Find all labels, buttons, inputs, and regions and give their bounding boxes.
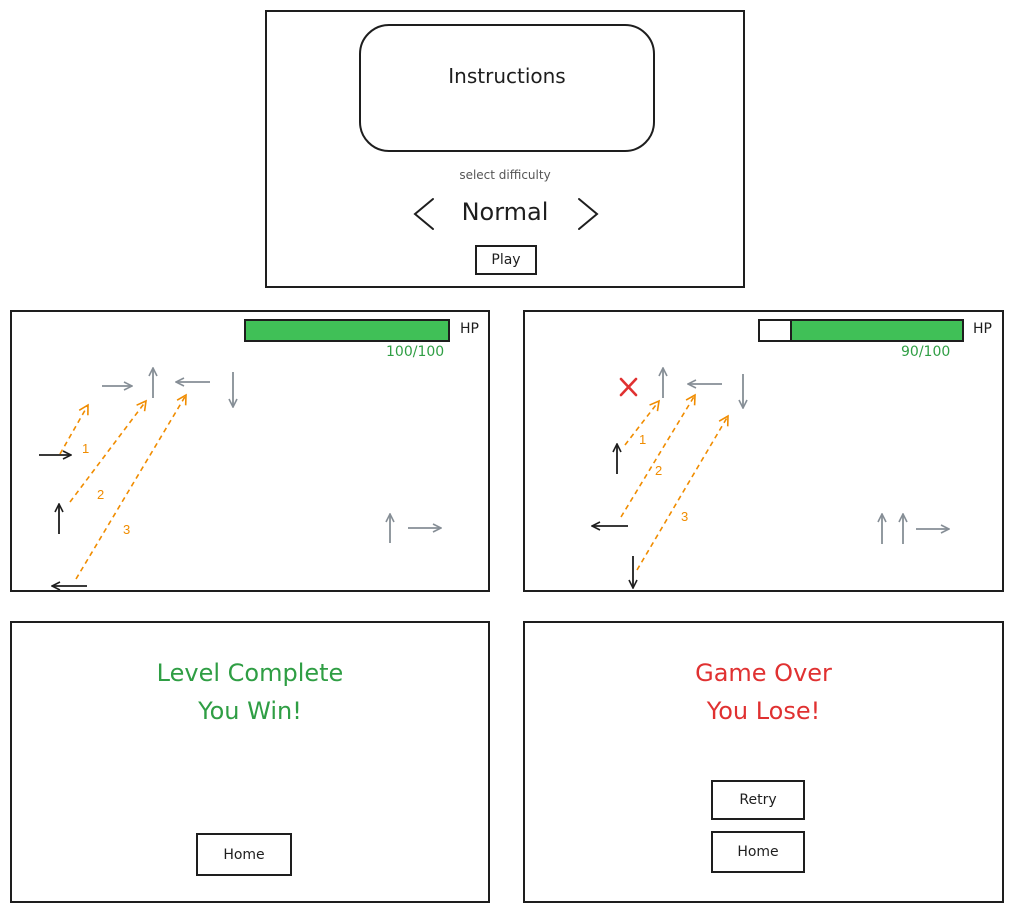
- hp-bar-fill: [790, 321, 962, 340]
- hp-label: HP: [973, 321, 992, 337]
- retry-button[interactable]: Retry: [711, 780, 805, 820]
- hp-value: 100/100: [386, 344, 445, 360]
- home-button[interactable]: Home: [196, 833, 292, 876]
- hint-step-label: 1: [82, 441, 89, 456]
- difficulty-value: Normal: [461, 198, 549, 226]
- hint-step-label: 2: [655, 463, 662, 478]
- instructions-panel[interactable]: Instructions: [359, 24, 655, 152]
- play-button[interactable]: Play: [475, 245, 537, 275]
- win-screen: Level Complete You Win! Home: [10, 621, 490, 903]
- hint-path-2: [620, 393, 696, 518]
- difficulty-caption: select difficulty: [459, 168, 551, 182]
- lose-title: Game Over: [695, 659, 832, 687]
- hint-step-label: 2: [97, 487, 104, 502]
- lose-subtitle: You Lose!: [706, 697, 821, 725]
- menu-screen: Instructions select difficulty Normal Pl…: [265, 10, 745, 288]
- hint-path-3: [75, 393, 187, 580]
- hp-bar-fill: [246, 321, 448, 340]
- instructions-label: Instructions: [448, 64, 566, 88]
- win-title: Level Complete: [156, 659, 344, 687]
- hp-value: 90/100: [901, 344, 951, 360]
- hp-bar: [758, 319, 964, 342]
- gameplay-screen-damaged: HP 90/100 1 2 3: [523, 310, 1004, 592]
- hint-path-1: [59, 403, 89, 455]
- gameplay-screen-full-hp: HP 100/100 1 2 3: [10, 310, 490, 592]
- arrow-field: 1 2 3: [525, 312, 1006, 594]
- arrow-field: 1 2 3: [39, 312, 492, 594]
- lose-screen: Game Over You Lose! Retry Home: [523, 621, 1004, 903]
- x-mark-icon: [619, 377, 638, 397]
- home-button[interactable]: Home: [711, 831, 805, 873]
- hint-step-label: 1: [639, 432, 646, 447]
- hint-path-1: [624, 399, 661, 446]
- win-subtitle: You Win!: [198, 697, 302, 725]
- hint-path-2: [69, 399, 147, 503]
- hint-path-3: [636, 414, 729, 571]
- chevron-right-icon[interactable]: [575, 197, 601, 231]
- hint-step-label: 3: [123, 522, 130, 537]
- hint-step-label: 3: [681, 509, 688, 524]
- chevron-left-icon[interactable]: [411, 197, 437, 231]
- hp-label: HP: [460, 321, 479, 337]
- hp-bar: [244, 319, 450, 342]
